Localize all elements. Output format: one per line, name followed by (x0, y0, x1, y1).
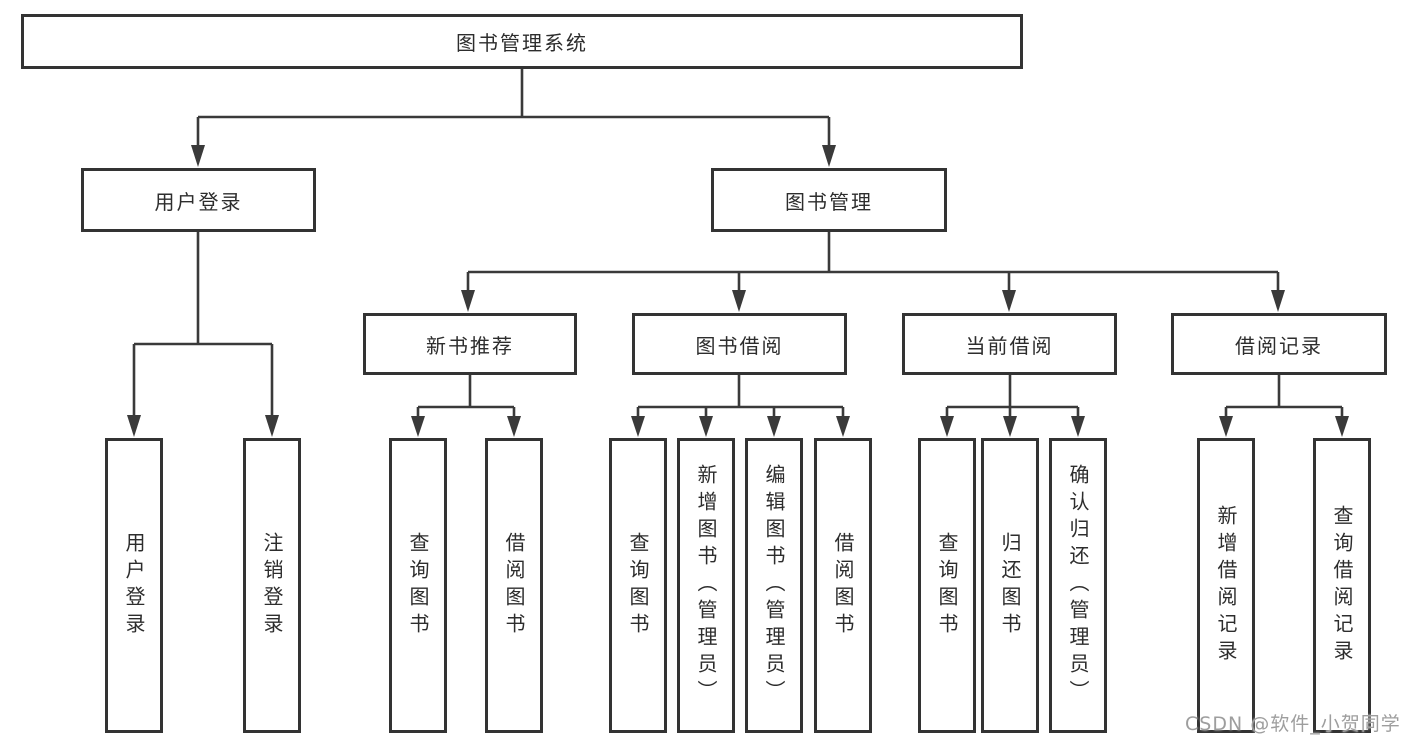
leaf-label: 编辑图书（管理员） (762, 464, 786, 707)
leaf-label: 用户登录 (122, 531, 146, 640)
leaf-label: 查询图书 (406, 531, 430, 640)
leaf-label: 查询图书 (935, 531, 959, 640)
leaf-query-books-recommend: 查询图书 (389, 438, 447, 733)
node-label: 借阅记录 (1235, 333, 1323, 358)
leaf-query-books-current: 查询图书 (918, 438, 976, 733)
leaf-borrow-books: 借阅图书 (814, 438, 872, 733)
leaf-label: 查询借阅记录 (1330, 504, 1354, 667)
node-library-management-system: 图书管理系统 (21, 14, 1023, 69)
leaf-label: 查询图书 (626, 531, 650, 640)
node-label: 图书管理系统 (456, 31, 588, 55)
leaf-logout: 注销登录 (243, 438, 301, 733)
node-label: 当前借阅 (965, 333, 1054, 358)
leaf-borrow-books-recommend: 借阅图书 (485, 438, 543, 733)
leaf-label: 借阅图书 (502, 531, 526, 640)
leaf-label: 借阅图书 (831, 531, 855, 640)
leaf-add-borrow-record: 新增借阅记录 (1197, 438, 1255, 733)
leaf-query-books-borrow: 查询图书 (609, 438, 667, 733)
node-book-management: 图书管理 (711, 168, 947, 232)
node-label: 用户登录 (154, 189, 243, 214)
leaf-query-borrow-record: 查询借阅记录 (1313, 438, 1371, 733)
leaf-label: 归还图书 (998, 531, 1022, 640)
leaf-label: 新增借阅记录 (1214, 504, 1238, 667)
node-current-borrow: 当前借阅 (902, 313, 1117, 375)
node-label: 图书借阅 (695, 333, 784, 358)
leaf-label: 新增图书（管理员） (694, 464, 718, 707)
node-new-book-recommend: 新书推荐 (363, 313, 577, 375)
leaf-label: 注销登录 (260, 531, 284, 640)
leaf-label: 确认归还（管理员） (1066, 464, 1090, 707)
leaf-confirm-return-admin: 确认归还（管理员） (1049, 438, 1107, 733)
node-label: 图书管理 (785, 189, 873, 214)
node-book-borrow: 图书借阅 (632, 313, 847, 375)
node-borrow-records: 借阅记录 (1171, 313, 1387, 375)
leaf-user-login: 用户登录 (105, 438, 163, 733)
node-label: 新书推荐 (426, 333, 514, 358)
leaf-add-books-admin: 新增图书（管理员） (677, 438, 735, 733)
node-user-login: 用户登录 (81, 168, 316, 232)
leaf-edit-books-admin: 编辑图书（管理员） (745, 438, 803, 733)
leaf-return-books: 归还图书 (981, 438, 1039, 733)
csdn-watermark: CSDN @软件_小贺同学 (1185, 713, 1401, 735)
